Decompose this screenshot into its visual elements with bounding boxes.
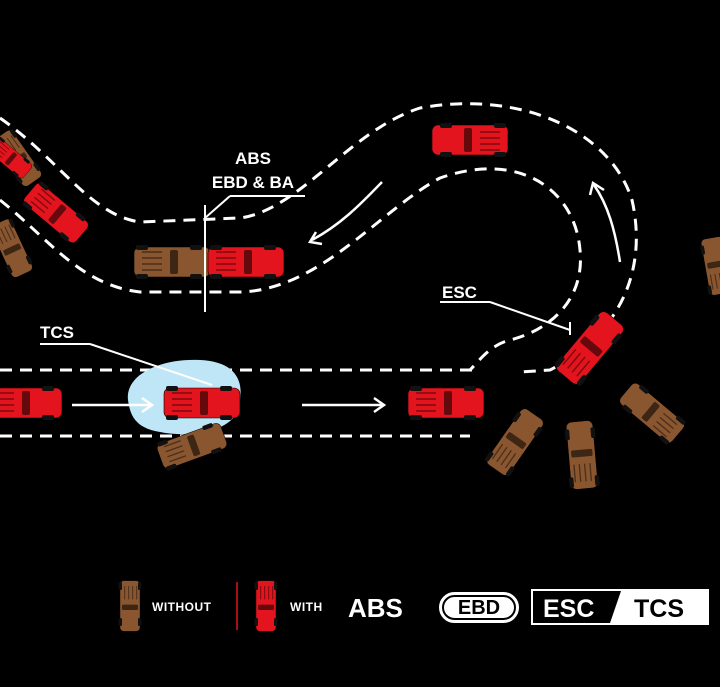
direction-arrow-curve-1 — [307, 181, 383, 246]
car-without-2 — [0, 216, 36, 280]
car-with-7 — [163, 385, 241, 421]
direction-arrow-straight-2 — [302, 396, 387, 414]
legend-without-label: WITHOUT — [152, 600, 212, 614]
car-without-3 — [133, 244, 211, 280]
tcs-callout: TCS — [40, 323, 213, 386]
esc-callout: ESC — [440, 283, 571, 335]
legend-with-label: WITH — [290, 600, 323, 614]
car-with-4 — [431, 122, 509, 158]
car-with-8 — [407, 385, 485, 421]
legend-ebd: EBD — [458, 597, 500, 619]
direction-arrow-straight-1 — [72, 396, 155, 414]
legend: WITHOUT WITH ABS EBD ESC TCS — [118, 580, 709, 632]
car-without-7 — [615, 379, 689, 447]
tcs-label: TCS — [40, 323, 74, 342]
legend-abs: ABS — [348, 593, 403, 623]
car-with-5 — [551, 307, 629, 389]
legend-without-car-icon — [118, 580, 142, 632]
car-without-8 — [698, 235, 720, 297]
legend-esc: ESC — [543, 595, 594, 623]
direction-arrow-curve-2 — [588, 181, 622, 263]
abs-ebd-ba-callout: ABS EBD & BA — [204, 149, 305, 312]
legend-with-car-icon — [254, 580, 278, 632]
legend-tcs: TCS — [634, 595, 684, 623]
car-with-6 — [0, 385, 63, 421]
ebd-ba-label: EBD & BA — [212, 173, 294, 192]
car-without-6 — [563, 419, 601, 491]
road-curve — [0, 102, 638, 374]
car-with-3 — [207, 244, 285, 280]
road-straight — [0, 368, 480, 438]
car-without-5 — [482, 404, 548, 480]
abs-label: ABS — [235, 149, 271, 168]
esc-label: ESC — [442, 283, 477, 302]
